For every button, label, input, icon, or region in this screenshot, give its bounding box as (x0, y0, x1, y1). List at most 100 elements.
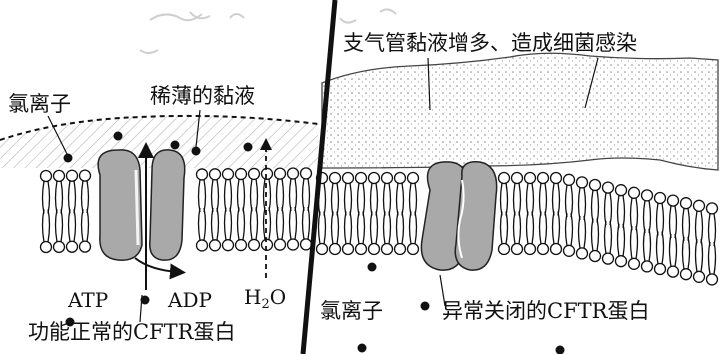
lipid-head (236, 240, 247, 251)
lipid-tail (631, 226, 633, 259)
lipid-tail (415, 183, 417, 216)
lipid-head (538, 244, 549, 255)
lipid-head (655, 193, 666, 204)
lipid-head (210, 169, 221, 180)
lipid-head (499, 244, 510, 255)
lipid-tail (701, 211, 703, 244)
lipid-head (369, 173, 380, 184)
lipid-tail (579, 216, 581, 249)
lipid-head (655, 264, 666, 275)
lipid-tail (212, 208, 214, 241)
water-label-h: H (244, 285, 261, 309)
closed-cftr-protein (421, 162, 496, 270)
lipid-tail (277, 179, 279, 212)
lipid-head (343, 244, 354, 255)
lipid-head (590, 180, 601, 191)
lipid-tail (714, 242, 716, 275)
lipid-tail (540, 212, 542, 245)
lipid-head (629, 187, 640, 198)
thick-mucus-region (322, 53, 718, 170)
lipid-tail (662, 232, 664, 265)
lipid-tail (649, 200, 651, 233)
lipid-tail (683, 208, 685, 241)
atp-adp-arrow (135, 258, 178, 272)
lipid-tail (644, 229, 646, 262)
lipid-head (67, 241, 78, 252)
lipid-tail (295, 179, 297, 212)
lipid-head (197, 169, 208, 180)
lipid-tail (332, 212, 334, 245)
lipid-tail (623, 224, 625, 257)
lipid-tail (527, 183, 529, 216)
lipid-tail (579, 187, 581, 220)
lipid-tail (701, 239, 703, 272)
lipid-tail (303, 207, 305, 240)
lipid-head (499, 173, 510, 184)
lipid-tail (199, 208, 201, 241)
lipid-tail (337, 183, 339, 216)
lipid-tail (618, 195, 620, 228)
lipid-tail (74, 209, 76, 242)
lipid-tail (82, 181, 84, 214)
mucus-increase-label: 支气管黏液增多、造成细菌感染 (343, 33, 637, 54)
lipid-head (694, 271, 705, 282)
lipid-tail (592, 219, 594, 252)
lipid-tail (605, 221, 607, 254)
lipid-head (551, 173, 562, 184)
lipid-tail (282, 179, 284, 212)
lipid-tail (199, 179, 201, 212)
lipid-tail (402, 183, 404, 216)
lipid-tail (688, 208, 690, 241)
lipid-tail (597, 219, 599, 252)
lipid-tail (350, 183, 352, 216)
chloride-label-right: 氯离子 (320, 301, 383, 322)
lipid-head (408, 173, 419, 184)
lipid-tail (308, 207, 310, 240)
lipid-tail (675, 234, 677, 267)
lipid-tail (636, 198, 638, 231)
lipid-tail (410, 183, 412, 216)
lipid-head (288, 239, 299, 250)
lipid-tail (506, 212, 508, 245)
lipid-tail (584, 216, 586, 249)
lipid-head (395, 173, 406, 184)
lipid-tail (243, 179, 245, 212)
lipid-tail (644, 200, 646, 233)
lipid-head (707, 274, 718, 285)
lipid-tail (48, 210, 50, 243)
lipid-tail (670, 206, 672, 239)
lipid-tail (264, 207, 266, 240)
lipid-tail (324, 183, 326, 216)
lipid-head (616, 256, 627, 267)
lipid-head (603, 182, 614, 193)
lipid-tail (269, 179, 271, 212)
lipid-head (223, 169, 234, 180)
lipid-head (629, 258, 640, 269)
lipid-tail (709, 242, 711, 275)
lipid-tail (584, 187, 586, 220)
lipid-tail (238, 179, 240, 212)
chloride-label-left: 氯离子 (8, 94, 71, 115)
lipid-head (668, 195, 679, 206)
lipid-tail (376, 183, 378, 216)
lipid-tail (61, 209, 63, 242)
lipid-tail (225, 208, 227, 241)
lipid-head (681, 269, 692, 280)
lipid-head (41, 242, 52, 253)
membrane-right (317, 173, 718, 285)
closed-cftr-label: 异常关闭的CFTR蛋白 (442, 301, 649, 322)
lipid-tail (532, 212, 534, 245)
lipid-tail (319, 212, 321, 245)
lipid-tail (264, 179, 266, 212)
lipid-tail (657, 232, 659, 265)
lipid-tail (384, 183, 386, 216)
lipid-tail (514, 183, 516, 216)
lipid-head (67, 170, 78, 181)
lipid-tail (397, 183, 399, 216)
lipid-head (707, 203, 718, 214)
lipid-tail (527, 212, 529, 245)
lipid-tail (597, 190, 599, 223)
lipid-tail (87, 209, 89, 242)
lipid-head (382, 173, 393, 184)
lipid-head (395, 244, 406, 255)
